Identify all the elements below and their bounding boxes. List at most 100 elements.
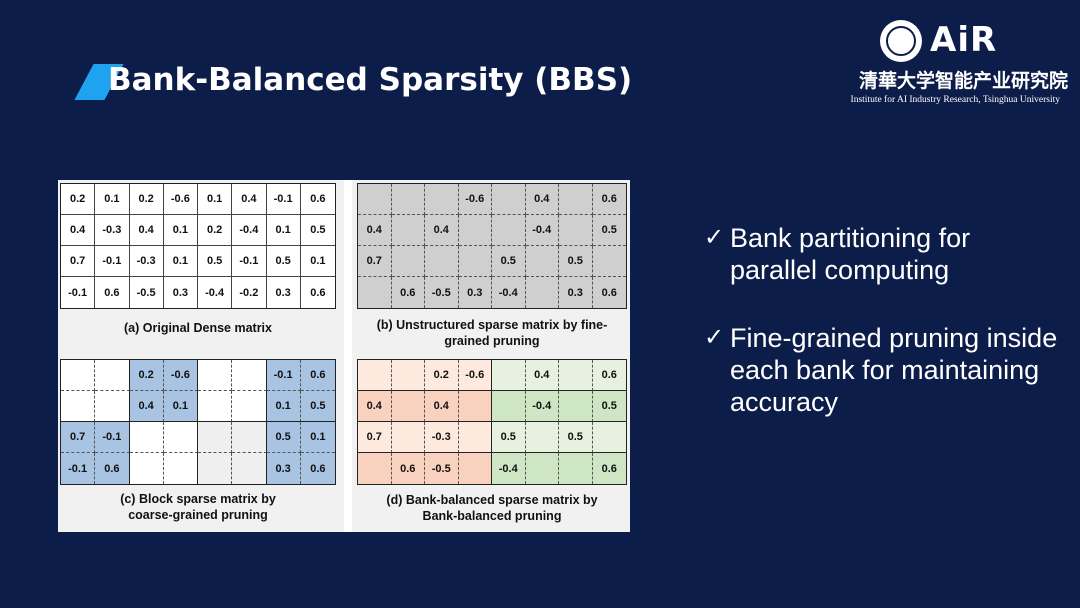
matrix-cell <box>559 453 593 484</box>
institute-name-en: Institute for AI Industry Research, Tsin… <box>850 95 1060 105</box>
matrix-cell: 0.4 <box>61 215 96 246</box>
bullet-text: Fine-grained pruning inside each bank fo… <box>730 323 1058 417</box>
matrix-cell: 0.5 <box>300 391 335 422</box>
matrix-cell: 0.5 <box>592 391 626 422</box>
matrix-cell: -0.3 <box>425 422 459 453</box>
matrix-cell: -0.5 <box>425 277 459 308</box>
matrix-cell <box>198 391 233 422</box>
matrix-cell <box>232 360 267 391</box>
matrix-cell: 0.1 <box>300 246 335 277</box>
check-icon: ✓ <box>704 324 725 351</box>
matrix-cell: 0.6 <box>300 453 335 484</box>
matrix-cell <box>95 391 130 422</box>
matrix-cell <box>492 184 526 215</box>
matrix-cell: 0.1 <box>266 391 301 422</box>
panel-caption: (c) Block sparse matrix by coarse-graine… <box>120 492 276 522</box>
matrix-cell: 0.6 <box>592 277 626 308</box>
matrix-cell <box>525 422 559 453</box>
matrix-cell: -0.2 <box>232 277 267 308</box>
matrix-cell <box>458 453 492 484</box>
panel-caption: (a) Original Dense matrix <box>124 321 272 335</box>
matrix-cell: -0.5 <box>129 277 164 308</box>
matrix-cell: -0.4 <box>525 215 559 246</box>
matrix-cell: 0.5 <box>492 422 526 453</box>
matrix-cell <box>163 453 198 484</box>
institute-name-cn: 清華大学智能产业研究院 <box>858 70 1068 92</box>
matrix-cell <box>458 422 492 453</box>
matrix-cell: 0.4 <box>525 184 559 215</box>
matrix-cell: 0.1 <box>163 215 198 246</box>
matrix-cell: -0.5 <box>425 453 459 484</box>
institute-logo: AiR 清華大学智能产业研究院 Institute for AI Industr… <box>851 18 1068 110</box>
matrix-cell: 0.4 <box>525 360 559 391</box>
matrix-cell <box>391 246 425 277</box>
matrix-cell <box>458 391 492 422</box>
matrix-cell: 0.7 <box>358 246 392 277</box>
matrix-cell <box>61 391 96 422</box>
matrix-cell: 0.6 <box>300 360 335 391</box>
matrix-cell <box>129 453 164 484</box>
matrix-cell <box>163 422 198 453</box>
bullet-list: ✓ Bank partitioning for parallel computi… <box>704 222 1064 454</box>
matrix-cell: 0.4 <box>358 391 392 422</box>
matrix-cell: 0.5 <box>559 422 593 453</box>
bullet-item: ✓ Bank partitioning for parallel computi… <box>704 222 1064 286</box>
matrix-cell <box>358 277 392 308</box>
matrix-cell <box>358 453 392 484</box>
matrix-cell: 0.3 <box>266 453 301 484</box>
slide-title: Bank-Balanced Sparsity (BBS) <box>108 62 633 98</box>
matrix-cell <box>95 360 130 391</box>
matrix-cell: 0.4 <box>425 391 459 422</box>
matrix-cell <box>559 391 593 422</box>
matrix-cell <box>129 422 164 453</box>
matrix-cell: 0.6 <box>592 360 626 391</box>
matrix-cell <box>525 246 559 277</box>
matrix-cell <box>559 215 593 246</box>
matrix-cell: 0.2 <box>198 215 233 246</box>
matrix-cell: 0.5 <box>266 422 301 453</box>
matrix-cell: -0.6 <box>458 360 492 391</box>
matrix-cell: 0.6 <box>592 453 626 484</box>
matrix-cell <box>492 360 526 391</box>
matrix-cell: -0.4 <box>232 215 267 246</box>
matrix-cell: -0.4 <box>492 453 526 484</box>
tsinghua-seal-icon <box>880 20 922 62</box>
matrix-cell <box>61 360 96 391</box>
matrix-cell: 0.6 <box>95 453 130 484</box>
matrix-cell <box>391 391 425 422</box>
matrix-cell: 0.1 <box>266 215 301 246</box>
matrix-cell: 0.2 <box>61 184 96 215</box>
matrix-cell: -0.3 <box>129 246 164 277</box>
matrix-cell <box>358 184 392 215</box>
matrix-cell: -0.1 <box>61 453 96 484</box>
matrix-cell: 0.5 <box>198 246 233 277</box>
matrix-cell: -0.1 <box>232 246 267 277</box>
matrix-cell: 0.2 <box>129 360 164 391</box>
matrix-cell: 0.2 <box>129 184 164 215</box>
matrix-cell: 0.2 <box>425 360 459 391</box>
matrix-cell: 0.4 <box>129 391 164 422</box>
matrix-cell: -0.1 <box>95 246 130 277</box>
matrix-cell: -0.3 <box>95 215 130 246</box>
matrix-cell: 0.1 <box>95 184 130 215</box>
matrix-cell <box>425 246 459 277</box>
matrix-cell <box>492 391 526 422</box>
matrix-cell: -0.1 <box>95 422 130 453</box>
matrix-cell <box>358 360 392 391</box>
matrix-cell <box>198 422 233 453</box>
matrix-cell <box>458 246 492 277</box>
matrix-cell: 0.5 <box>559 246 593 277</box>
matrix-cell: -0.1 <box>61 277 96 308</box>
matrix-cell <box>592 246 626 277</box>
matrix-cell: 0.5 <box>592 215 626 246</box>
bullet-item: ✓ Fine-grained pruning inside each bank … <box>704 322 1064 418</box>
matrix-cell <box>458 215 492 246</box>
matrix-cell: 0.3 <box>163 277 198 308</box>
matrix-cell: 0.7 <box>358 422 392 453</box>
matrix-cell: 0.4 <box>129 215 164 246</box>
check-icon: ✓ <box>704 224 725 251</box>
